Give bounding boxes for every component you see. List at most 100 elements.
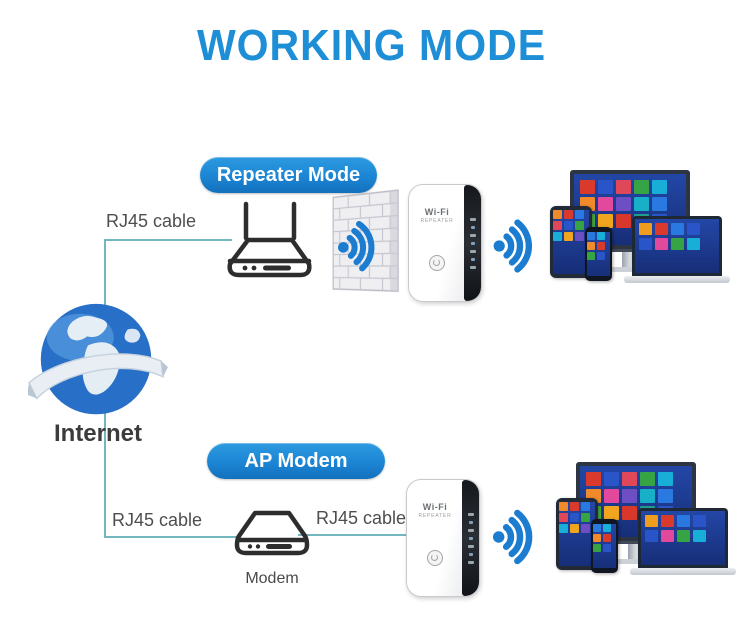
app-tile — [661, 530, 674, 542]
brick-wall-icon — [326, 192, 414, 294]
app-tile — [598, 180, 613, 194]
rj45-cable-label-top: RJ45 cable — [106, 211, 197, 231]
led-strip — [462, 480, 479, 596]
app-tile — [622, 506, 637, 520]
rj45-cable-label-bottom-left: RJ45 cable — [112, 510, 203, 530]
app-tile — [553, 221, 562, 230]
app-tile — [634, 180, 649, 194]
app-tile — [640, 472, 655, 486]
laptop-base — [630, 568, 736, 575]
app-tile — [598, 197, 613, 211]
app-tile — [655, 223, 668, 235]
tile-row — [593, 524, 616, 532]
led-indicator — [468, 536, 473, 540]
led-indicator — [469, 217, 476, 221]
app-tile — [575, 210, 584, 219]
app-tile — [564, 232, 573, 241]
app-tile — [604, 489, 619, 503]
app-tile — [587, 252, 595, 260]
app-tile — [581, 513, 590, 522]
monitor-base — [602, 559, 668, 564]
app-tile — [652, 197, 667, 211]
tile-row — [645, 530, 721, 542]
router-icon — [227, 201, 312, 278]
led-indicator — [467, 512, 474, 516]
repeater-device: Wi-Fi REPEATER — [408, 184, 482, 302]
laptop-icon — [624, 216, 730, 283]
app-tile — [597, 232, 605, 240]
app-tile — [603, 524, 611, 532]
app-tile — [616, 180, 631, 194]
app-tile — [553, 210, 562, 219]
app-tile — [622, 472, 637, 486]
tile-row — [559, 502, 595, 511]
led-indicator — [469, 233, 476, 237]
tile-row — [645, 515, 721, 527]
app-tile — [645, 530, 658, 542]
led-indicator — [468, 520, 473, 524]
tile-row — [559, 524, 595, 533]
globe-icon — [28, 303, 168, 415]
tile-row — [553, 232, 589, 241]
app-tile — [658, 489, 673, 503]
app-tile — [559, 502, 568, 511]
app-tile — [564, 221, 573, 230]
app-tile — [603, 544, 611, 552]
app-tile — [677, 515, 690, 527]
app-tile — [652, 180, 667, 194]
app-tile — [559, 513, 568, 522]
tile-row — [580, 197, 680, 211]
tile-row — [586, 472, 686, 486]
wifi-signal-icon — [492, 509, 533, 565]
app-tile — [687, 238, 700, 250]
app-tile — [640, 489, 655, 503]
wps-button — [429, 255, 445, 271]
tile-row — [587, 242, 610, 250]
led-indicator — [468, 552, 473, 556]
monitor-base — [596, 267, 662, 272]
app-tile — [587, 232, 595, 240]
app-tile — [639, 238, 652, 250]
internet-label: Internet — [53, 420, 142, 447]
tile-row — [593, 544, 616, 552]
app-tile — [661, 515, 674, 527]
app-tile — [658, 472, 673, 486]
led-indicator — [469, 249, 476, 253]
repeater-sub-label: REPEATER — [418, 513, 452, 519]
modem-label: Modem — [245, 570, 299, 587]
repeater-device: Wi-Fi REPEATER — [406, 479, 480, 597]
app-tile — [687, 223, 700, 235]
app-tile — [603, 534, 611, 542]
wps-button — [427, 550, 443, 566]
led-indicator — [467, 528, 474, 532]
led-indicator — [467, 560, 474, 564]
app-tile — [553, 232, 562, 241]
app-tile — [639, 223, 652, 235]
app-tile — [634, 197, 649, 211]
tile-row — [553, 221, 589, 230]
cable-line-bottom-right — [298, 534, 410, 536]
app-tile — [575, 221, 584, 230]
app-tile — [597, 252, 605, 260]
app-tile — [570, 513, 579, 522]
app-tile — [616, 197, 631, 211]
repeater-mode-badge: Repeater Mode — [200, 157, 377, 193]
app-tile — [604, 506, 619, 520]
smartphone-icon — [591, 519, 618, 573]
client-devices-group — [556, 462, 736, 596]
led-strip — [464, 185, 481, 301]
tile-row — [580, 180, 680, 194]
laptop-base — [624, 276, 730, 283]
rj45-cable-label-bottom-right: RJ45 cable — [316, 508, 407, 528]
app-tile — [604, 472, 619, 486]
phone-screen — [593, 524, 616, 568]
app-tile — [581, 502, 590, 511]
laptop-icon — [630, 508, 736, 575]
tile-row — [587, 232, 610, 240]
tablet-screen — [553, 210, 589, 274]
led-indicator — [470, 225, 475, 229]
tile-row — [587, 252, 610, 260]
app-tile — [570, 524, 579, 533]
ap-modem-badge: AP Modem — [207, 443, 385, 479]
client-devices-group — [550, 170, 730, 304]
